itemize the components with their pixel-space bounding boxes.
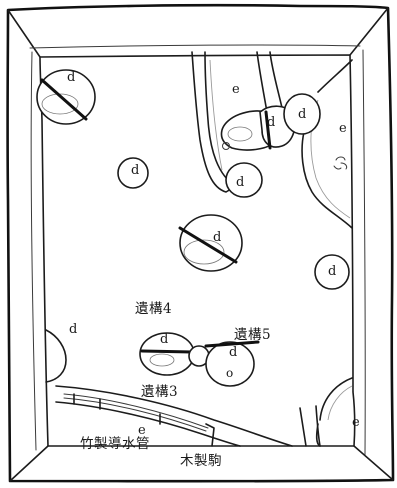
- small-stone-mark: [333, 156, 348, 170]
- pit-top-left-division: [40, 78, 88, 121]
- label-d-top-left: d: [67, 70, 76, 85]
- bamboo-pipe-core-a: [63, 393, 209, 429]
- pit-center-division: [178, 226, 238, 264]
- right-depression-edge: [301, 59, 353, 229]
- label-e-right-depression: e: [339, 121, 347, 136]
- label-d-upper-lower: d: [236, 175, 245, 190]
- bamboo-pipe-core-b: [63, 397, 207, 432]
- pit-top-left: [36, 69, 96, 125]
- shoulder-left: [30, 51, 37, 451]
- bamboo-pipe-bottom: [55, 401, 241, 447]
- corner-line-tl: [7, 9, 41, 58]
- feature-4-halo: [149, 353, 175, 367]
- pit-upper-left-halo: [227, 126, 253, 142]
- pit-right: [314, 254, 350, 290]
- corner-line-bl: [9, 445, 49, 482]
- label-e-upper-channel: e: [232, 82, 240, 97]
- corner-line-tr: [349, 7, 389, 56]
- label-d-upper-right: d: [298, 107, 307, 122]
- label-d-left-edge: d: [69, 322, 78, 337]
- pit-left-edge: [45, 329, 67, 383]
- bottom-vertical-channel: [299, 405, 321, 447]
- label-d-right: d: [328, 264, 337, 279]
- bottom-right-depression: [315, 377, 353, 447]
- upper-channel-wear: [209, 59, 223, 171]
- corner-line-br: [353, 445, 394, 481]
- bamboo-pipe-stub: [205, 423, 215, 447]
- label-feature-4: 遺構4: [135, 301, 173, 317]
- label-d-feature-4: d: [160, 332, 169, 347]
- shoulder-right: [362, 49, 366, 456]
- feature-5-pit: [205, 341, 255, 387]
- pit-middle-left: [117, 157, 149, 189]
- pit-center: [179, 214, 243, 272]
- label-e-bottom-pipe: e: [138, 423, 146, 438]
- label-feature-3: 遺構3: [141, 384, 179, 400]
- label-d-upper-middle: d: [267, 115, 276, 130]
- bottom-right-depression-inner: [327, 385, 353, 421]
- bamboo-pipe-top: [55, 385, 293, 447]
- pit-upper-right: [283, 93, 321, 135]
- label-d-middle-left: d: [131, 163, 140, 178]
- label-e-bottom-right: e: [352, 415, 360, 430]
- label-feature-5: 遺構5: [234, 327, 272, 343]
- label-wooden-piece: 木製駒: [180, 453, 222, 469]
- small-ring: [222, 142, 230, 150]
- label-bamboo-pipe: 竹製導水管: [80, 436, 150, 452]
- pit-upper-lower: [225, 162, 263, 198]
- pit-center-halo: [183, 239, 225, 265]
- shoulder-top: [29, 44, 361, 49]
- upper-channel: [191, 51, 237, 193]
- label-o-feature-5: o: [226, 366, 234, 380]
- label-d-center: d: [213, 230, 222, 245]
- feature-5-division: [204, 340, 260, 348]
- feature-4-division: [140, 349, 194, 354]
- outer-frame: [6, 3, 395, 483]
- label-d-feature-5: d: [229, 345, 238, 360]
- pit-upper-division: [264, 110, 272, 150]
